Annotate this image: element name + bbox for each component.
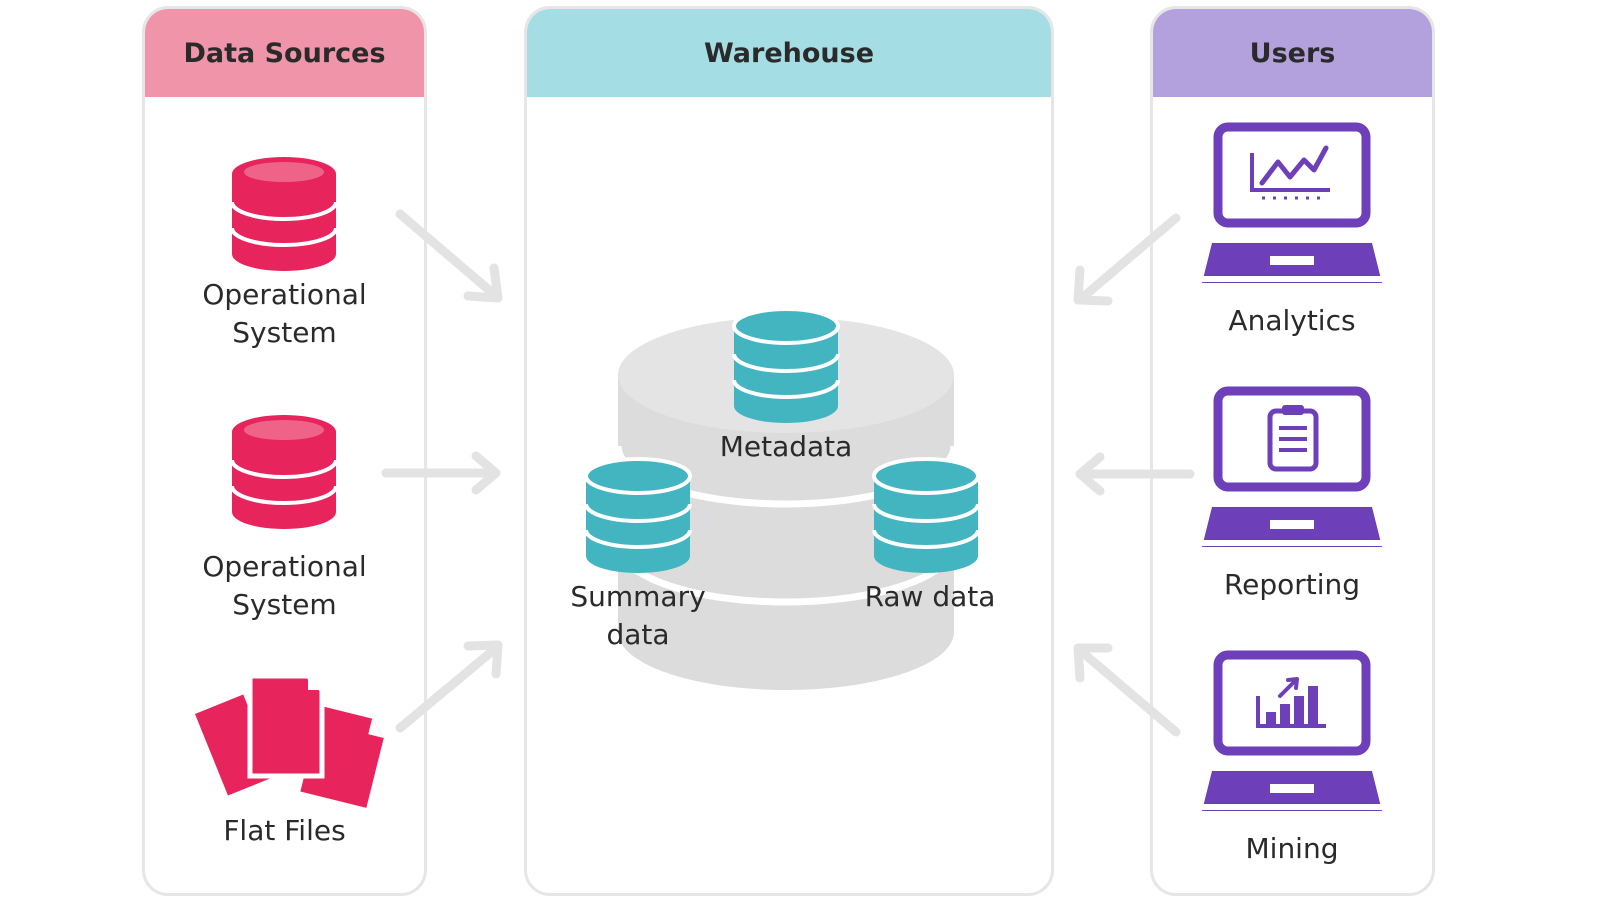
users-header: Users bbox=[1153, 9, 1432, 97]
data-sources-header: Data Sources bbox=[145, 9, 424, 97]
users-panel: Users bbox=[1150, 6, 1435, 896]
reporting-label: Reporting bbox=[1223, 568, 1361, 601]
warehouse-panel: Warehouse bbox=[524, 6, 1054, 896]
data-sources-panel: Data Sources bbox=[142, 6, 427, 896]
analytics-label: Analytics bbox=[1228, 304, 1356, 337]
flat-files-label: Flat Files bbox=[223, 814, 346, 847]
raw-data-label: Raw data bbox=[864, 580, 996, 613]
warehouse-header: Warehouse bbox=[527, 9, 1051, 97]
metadata-label: Metadata bbox=[719, 430, 853, 463]
mining-label: Mining bbox=[1245, 832, 1339, 865]
